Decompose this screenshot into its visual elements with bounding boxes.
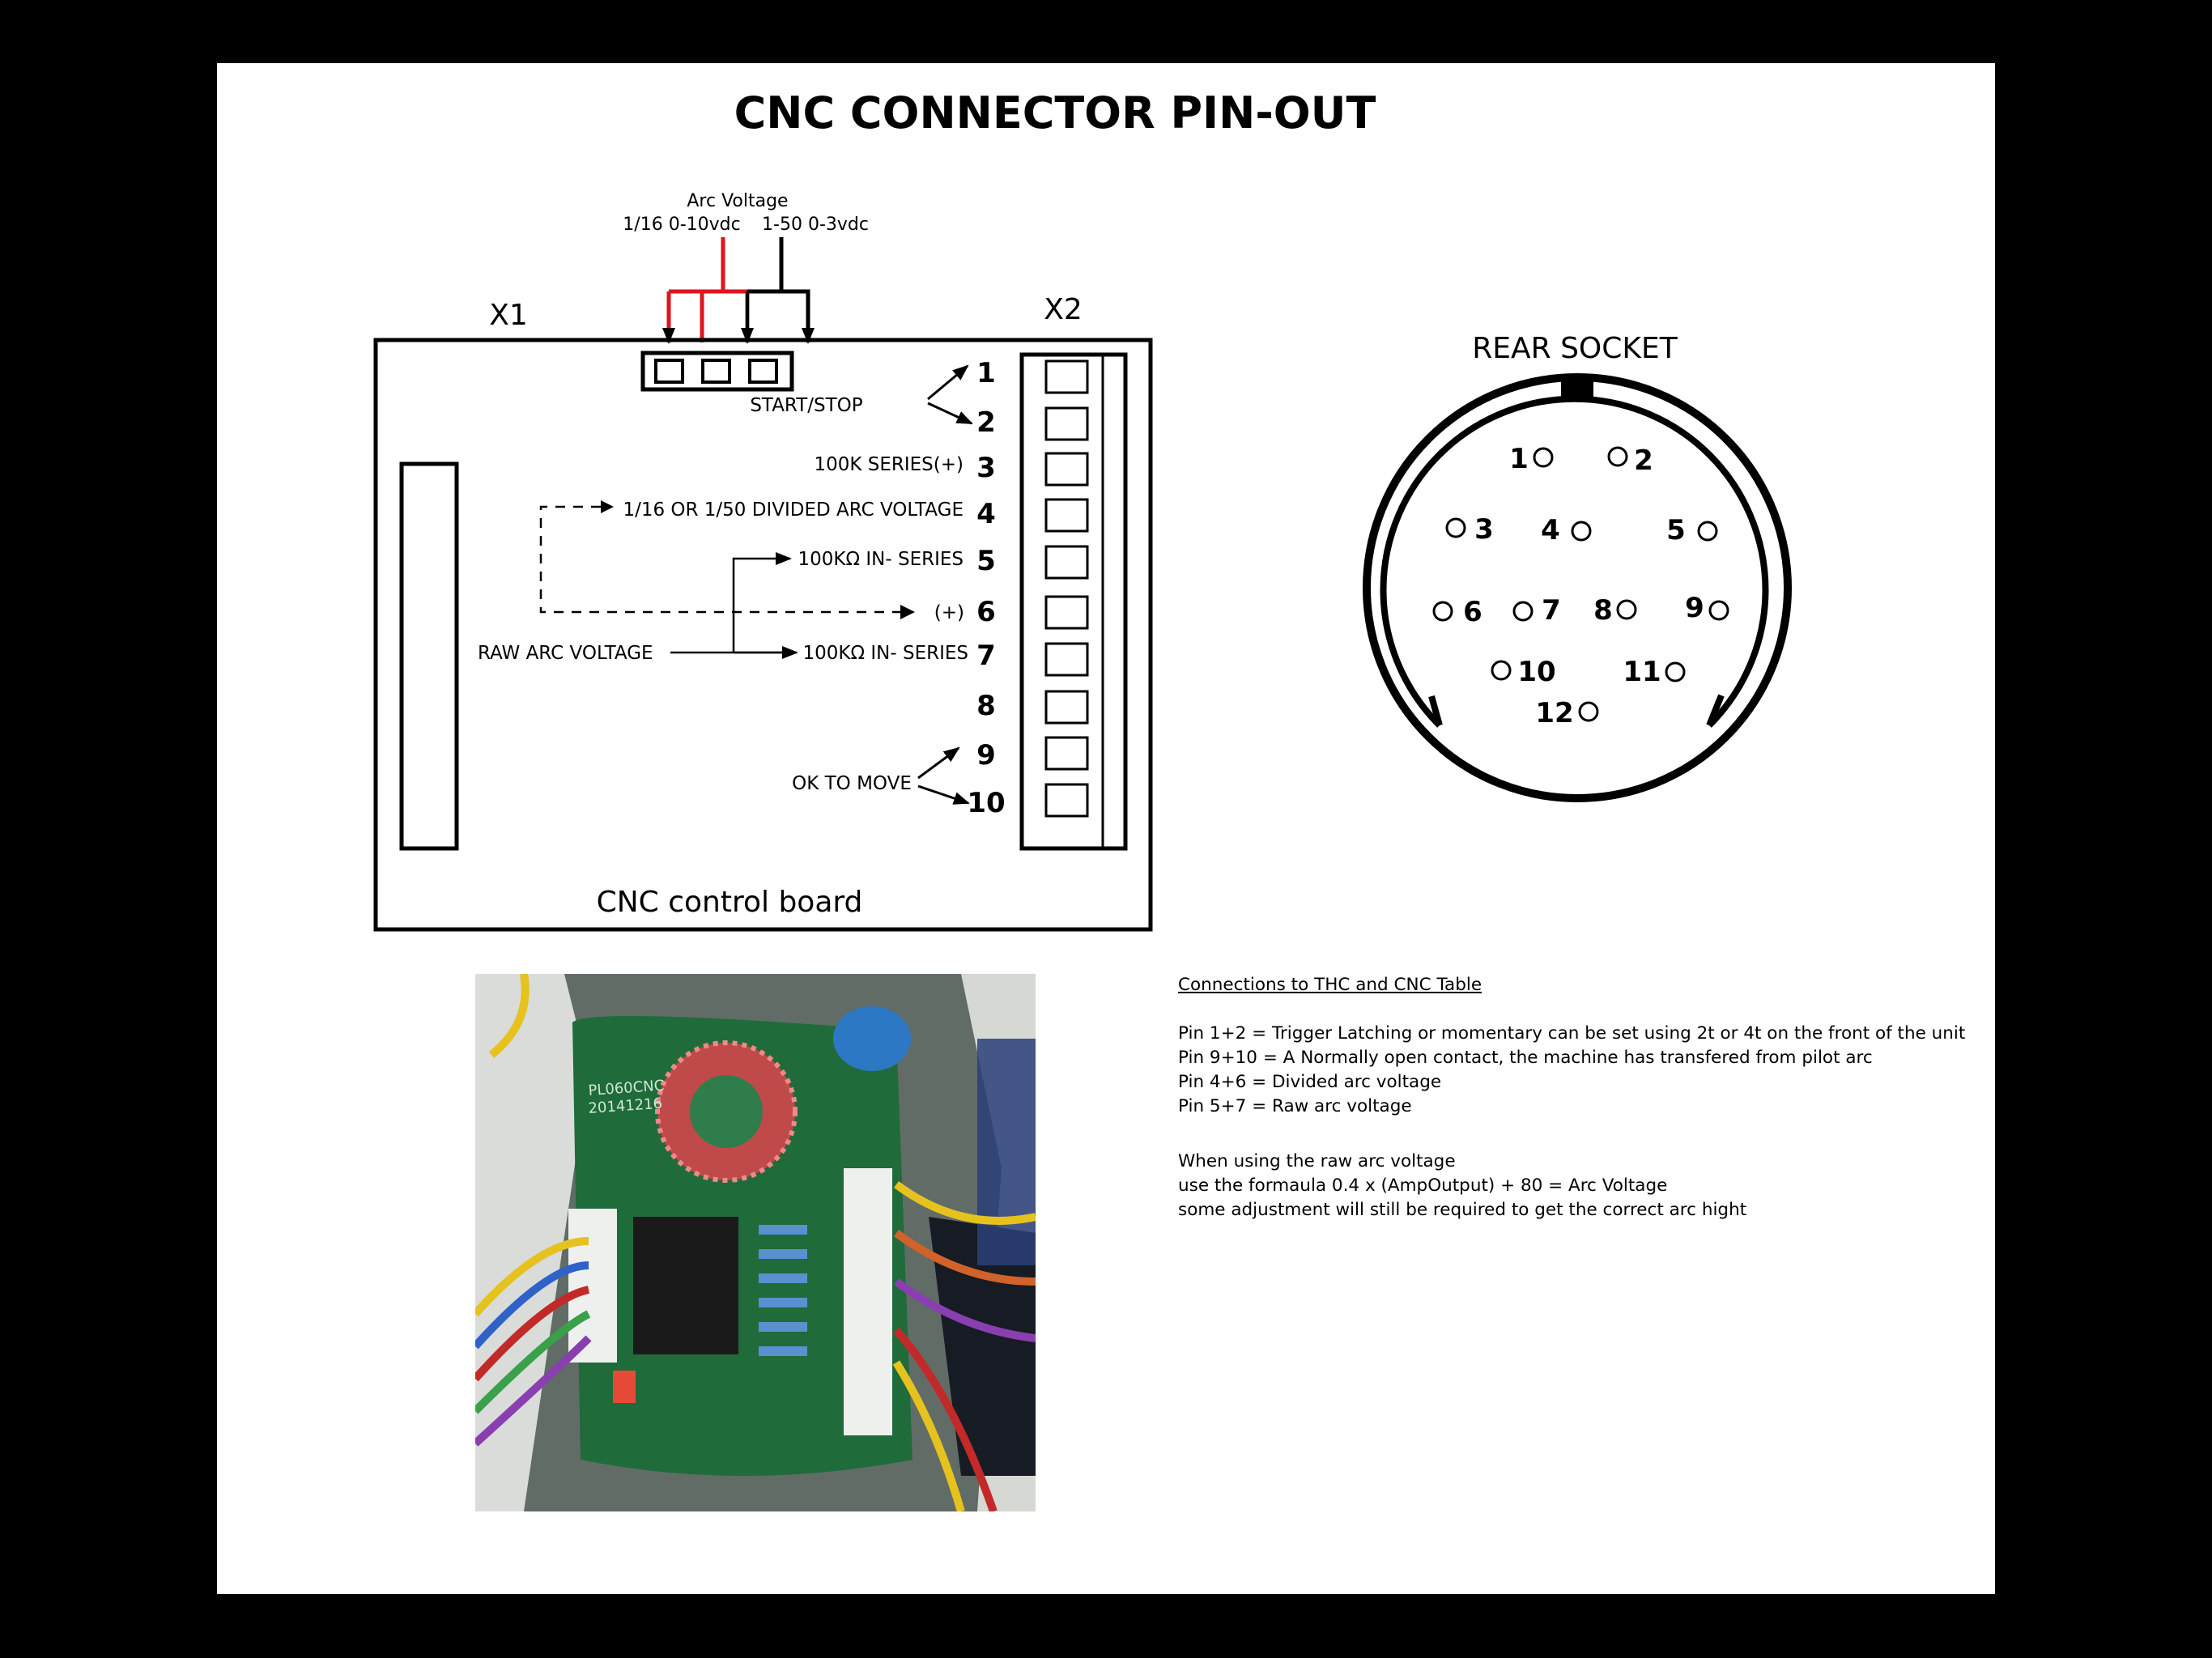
x1-connector [399,461,459,851]
x2-label: X2 [1044,293,1083,326]
page-title: CNC CONNECTOR PIN-OUT [734,87,1376,138]
raw-arc-lines [670,552,798,659]
socket-pin-7: 7 [1542,594,1561,627]
socket-pin-9: 9 [1685,592,1704,624]
x2-pin-3: 3 [976,452,996,484]
divided-arc-label: 1/16 OR 1/50 DIVIDED ARC VOLTAGE [623,500,963,521]
x2-pin-10: 10 [967,787,1005,819]
socket-pin-2: 2 [1634,444,1653,477]
notes-heading: Connections to THC and CNC Table [1178,975,1482,995]
note-pin-9-10: Pin 9+10 = A Normally open contact, the … [1178,1048,1873,1068]
x2-pin-7: 7 [976,640,996,672]
board-label: CNC control board [597,886,863,919]
x2-pin-6: 6 [976,596,996,628]
socket-pin-10: 10 [1517,656,1555,688]
socket-pins [1432,446,1729,722]
pin6-plus-label: (+) [934,602,964,623]
start-stop-arrows [927,364,973,425]
socket-key [1561,374,1593,400]
pinout-diagram: CNC CONNECTOR PIN-OUT Arc Voltage 1/16 0… [373,87,1792,932]
rear-socket [1363,373,1792,802]
pin6-arrowhead [900,605,915,619]
socket-pin-1: 1 [1509,443,1529,475]
socket-pin-11: 11 [1623,656,1661,688]
raw-arc-label: RAW ARC VOLTAGE [478,643,653,664]
socket-pin-4: 4 [1541,514,1560,546]
note-raw-2: use the formaula 0.4 x (AmpOutput) + 80 … [1178,1175,1668,1196]
divided-arc-arrowhead [601,500,614,513]
socket-pin-5: 5 [1666,514,1686,546]
divided-arc-dashed-line [539,505,905,614]
socket-inner-ring [1380,395,1769,728]
board-photo: PL060CNC 20141216 [475,974,1036,1511]
ok-to-move-arrows [917,746,970,805]
connection-notes: Connections to THC and CNC Table Pin 1+2… [1178,973,1988,1222]
x1-label: X1 [489,299,528,332]
cnc-board-outline [373,338,1153,932]
in-series-5-label: 100KΩ IN- SERIES [798,549,964,570]
note-pin-5-7: Pin 5+7 = Raw arc voltage [1178,1096,1412,1116]
note-raw-1: When using the raw arc voltage [1178,1151,1456,1171]
x2-connector [1019,352,1128,851]
start-stop-label: START/STOP [750,395,862,416]
x2-pin-5: 5 [976,545,996,577]
arc-voltage-header [640,351,794,392]
arc-voltage-wires [662,237,815,344]
x2-pin-2: 2 [976,406,996,439]
range-1-50-label: 1-50 0-3vdc [762,215,869,235]
in-series-7-label: 100KΩ IN- SERIES [803,643,969,664]
socket-pin-8: 8 [1593,594,1613,627]
diagram-sheet: CNC CONNECTOR PIN-OUT Arc Voltage 1/16 0… [217,63,1995,1594]
rear-socket-label: REAR SOCKET [1472,332,1678,365]
pcb [572,1016,912,1476]
socket-pin-numbers: 1 2 3 4 5 6 7 8 9 10 11 12 [1463,443,1704,729]
arc-voltage-label: Arc Voltage [687,191,788,211]
x2-pin-4: 4 [976,498,996,530]
x2-pin-numbers: 1 2 3 4 5 6 7 8 9 10 [967,357,1005,819]
x2-pin-8: 8 [976,690,996,722]
x2-pin-1: 1 [976,357,996,389]
range-1-16-label: 1/16 0-10vdc [623,215,740,235]
socket-pin-3: 3 [1474,513,1494,546]
socket-pin-12: 12 [1535,697,1573,729]
note-raw-3: some adjustment will still be required t… [1178,1200,1747,1220]
ok-to-move-label: OK TO MOVE [792,773,912,794]
x2-pin-9: 9 [976,739,996,772]
note-pin-1-2: Pin 1+2 = Trigger Latching or momentary … [1178,1023,1966,1044]
socket-pin-6: 6 [1463,596,1482,628]
note-pin-4-6: Pin 4+6 = Divided arc voltage [1178,1072,1442,1092]
series-100k-label: 100K SERIES(+) [814,454,963,475]
